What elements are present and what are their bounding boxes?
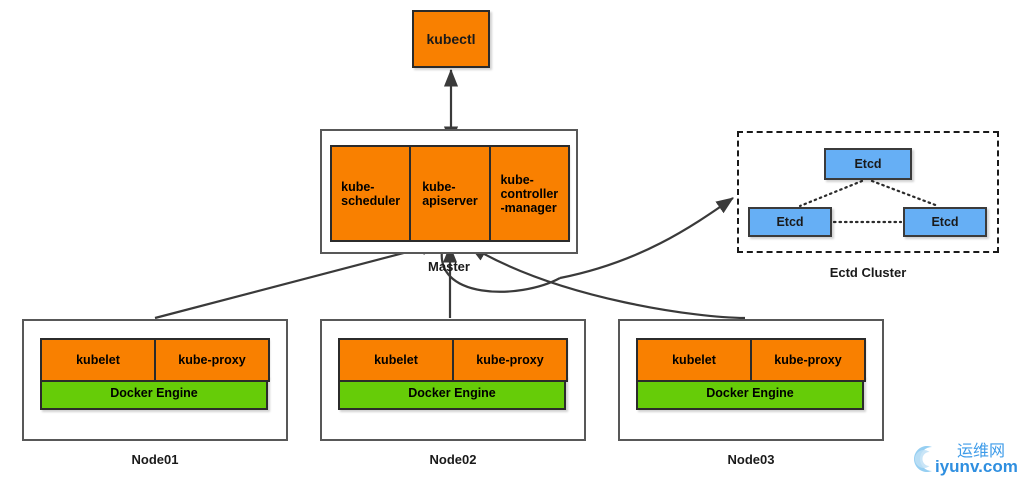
etcd-cluster-caption: Ectd Cluster: [829, 265, 907, 280]
iyunv-logo-icon: [914, 442, 935, 476]
kubectl-box[interactable]: kubectl: [412, 10, 490, 68]
node01-kube-proxy-box[interactable]: kube-proxy: [154, 338, 270, 382]
kube-apiserver-box[interactable]: kube-apiserver: [409, 145, 491, 242]
etcd-node-left[interactable]: Etcd: [748, 207, 832, 237]
node02-kubelet-box[interactable]: kubelet: [338, 338, 454, 382]
node01-agents: kubelet kube-proxy: [40, 338, 270, 382]
node02-kube-proxy-box[interactable]: kube-proxy: [452, 338, 568, 382]
kube-scheduler-box[interactable]: kube-scheduler: [330, 145, 412, 242]
watermark-cn-text: 运维网: [957, 441, 1006, 460]
etcd-node-right[interactable]: Etcd: [903, 207, 987, 237]
edge-apiserver-etcd: [559, 197, 734, 280]
node03-inner: kubelet kube-proxy Docker Engine: [636, 338, 866, 410]
node03-agents: kubelet kube-proxy: [636, 338, 866, 382]
master-components: kube-scheduler kube-apiserver kube-contr…: [330, 145, 570, 242]
watermark: 运维网 iyunv.com: [905, 436, 1017, 482]
node03-kube-proxy-box[interactable]: kube-proxy: [750, 338, 866, 382]
node03-kubelet-box[interactable]: kubelet: [636, 338, 752, 382]
watermark-en-text: iyunv.com: [935, 457, 1017, 476]
kube-controller-manager-box[interactable]: kube-controller-manager: [488, 145, 570, 242]
kube-apiserver-label: kube-apiserver: [422, 179, 478, 208]
node02-agents: kubelet kube-proxy: [338, 338, 568, 382]
etcd-cluster-frame: [737, 131, 999, 253]
node03-caption: Node03: [727, 452, 775, 467]
edge-node03-apiserver: [469, 245, 746, 320]
edge-node01-apiserver: [154, 241, 440, 320]
node02-inner: kubelet kube-proxy Docker Engine: [338, 338, 568, 410]
master-caption: Master: [428, 259, 470, 274]
etcd-node-top[interactable]: Etcd: [824, 148, 912, 180]
node01-inner: kubelet kube-proxy Docker Engine: [40, 338, 270, 410]
node01-kubelet-box[interactable]: kubelet: [40, 338, 156, 382]
node01-caption: Node01: [131, 452, 179, 467]
node02-caption: Node02: [429, 452, 477, 467]
kube-controller-manager-label: kube-controller-manager: [500, 172, 559, 215]
kube-scheduler-label: kube-scheduler: [341, 179, 401, 208]
